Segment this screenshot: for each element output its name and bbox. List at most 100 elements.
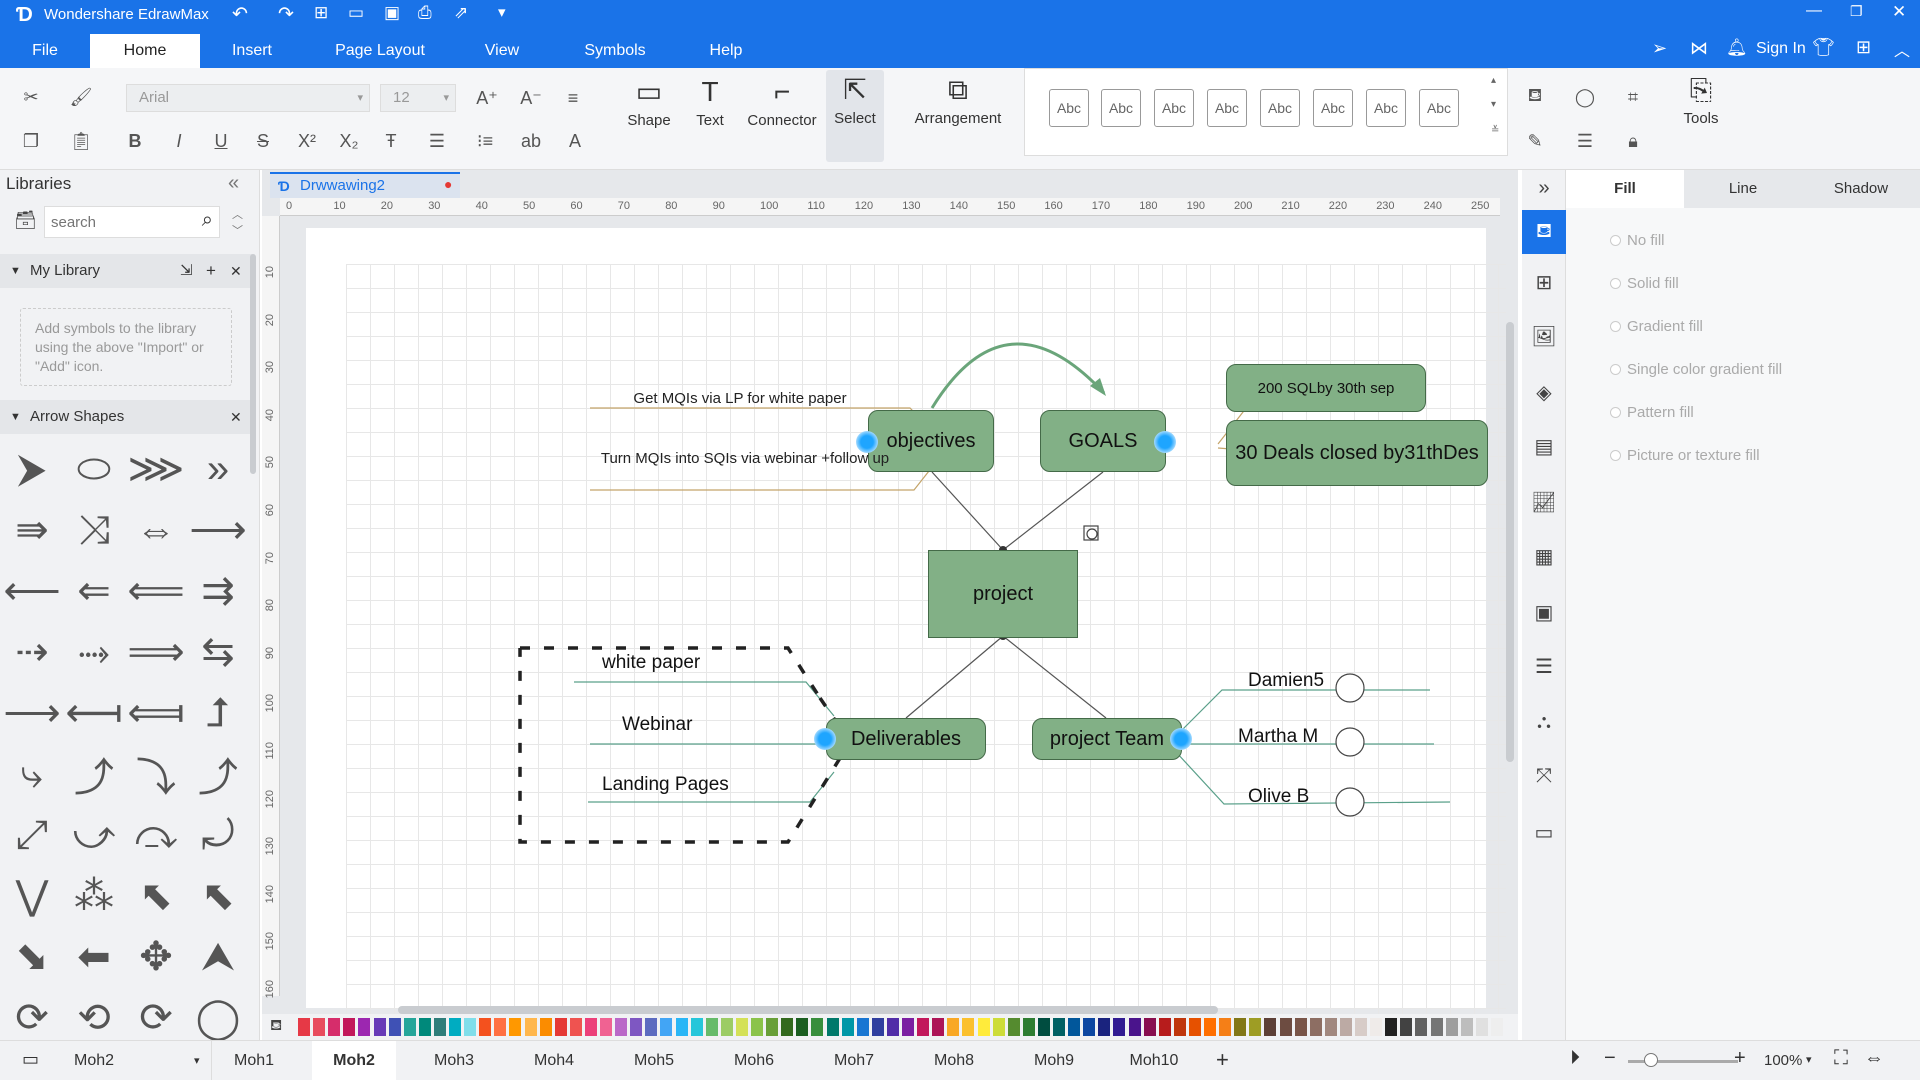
- page-layout-icon[interactable]: ▭: [22, 1049, 40, 1069]
- arrow-shape-item[interactable]: ⟲: [77, 996, 111, 1040]
- color-swatch[interactable]: [735, 1018, 748, 1036]
- arrow-shape-item[interactable]: ⟶: [3, 691, 61, 735]
- color-swatch[interactable]: [1083, 1018, 1096, 1036]
- hierarchy-panel-icon[interactable]: ⛬: [1537, 710, 1551, 733]
- color-swatch[interactable]: [1264, 1018, 1277, 1036]
- text-style-panel-icon[interactable]: ☰: [1535, 655, 1553, 678]
- arrow-shapes-header[interactable]: ▼ Arrow Shapes ✕: [0, 400, 252, 434]
- arrow-shape-item[interactable]: ⇔: [136, 507, 176, 552]
- deliverables-node[interactable]: Deliverables: [826, 718, 986, 760]
- data-panel-icon[interactable]: ▣: [1534, 601, 1554, 624]
- chevron-down-icon[interactable]: ▾: [1806, 1054, 1812, 1066]
- color-swatch[interactable]: [1007, 1018, 1020, 1036]
- arrow-shape-item[interactable]: ◯: [195, 996, 241, 1040]
- color-swatch[interactable]: [433, 1018, 446, 1036]
- color-swatch[interactable]: [600, 1018, 612, 1036]
- color-swatch[interactable]: [539, 1018, 552, 1036]
- document-tab[interactable]: Ɗ Drwwawing2 ●: [270, 172, 460, 198]
- color-swatch[interactable]: [343, 1018, 356, 1036]
- arrangement-button[interactable]: ⧉ Arrangement: [906, 70, 1010, 127]
- arrow-shape-item[interactable]: ⁂: [74, 874, 114, 918]
- font-color-icon[interactable]: A: [568, 130, 581, 151]
- option-picture-fill[interactable]: Picture or texture fill: [1610, 447, 1760, 464]
- color-swatch[interactable]: [751, 1018, 763, 1036]
- text-button[interactable]: T Text: [690, 72, 730, 129]
- layers-panel-icon[interactable]: ◈: [1536, 381, 1552, 404]
- color-swatch[interactable]: [871, 1018, 884, 1036]
- color-swatch[interactable]: [524, 1018, 537, 1036]
- style-abc-1[interactable]: Abc: [1049, 89, 1089, 127]
- tab-view[interactable]: View: [484, 42, 520, 59]
- save-icon[interactable]: ▣: [384, 3, 401, 22]
- redo-icon[interactable]: ↷: [278, 4, 294, 25]
- option-pattern-fill[interactable]: Pattern fill: [1610, 404, 1694, 421]
- arrow-shape-item[interactable]: ⋁: [15, 874, 49, 918]
- option-solid-fill[interactable]: Solid fill: [1610, 275, 1679, 292]
- color-swatch[interactable]: [947, 1018, 960, 1036]
- objectives-node[interactable]: objectives: [868, 410, 994, 472]
- notification-icon[interactable]: 🔔︎: [1726, 38, 1748, 57]
- color-swatch[interactable]: [630, 1018, 643, 1036]
- fill-panel-icon[interactable]: ⛾: [1522, 210, 1566, 254]
- cut-icon[interactable]: ✂: [23, 86, 39, 107]
- page-tab[interactable]: Moh5: [633, 1052, 675, 1069]
- color-swatch[interactable]: [1068, 1018, 1081, 1036]
- arrow-shape-item[interactable]: ⤼: [134, 812, 178, 857]
- page-tab[interactable]: Moh9: [1033, 1052, 1075, 1069]
- arrow-shape-item[interactable]: ⟸: [127, 569, 185, 613]
- goal-2-node[interactable]: 30 Deals closed by31thDes: [1226, 420, 1488, 486]
- color-swatch[interactable]: [766, 1018, 779, 1036]
- decrease-font-icon[interactable]: A⁻: [520, 87, 542, 108]
- arrow-shape-item[interactable]: ⟳: [15, 996, 49, 1040]
- page-tab[interactable]: Moh1: [233, 1052, 275, 1069]
- page-tab[interactable]: Moh10: [1129, 1052, 1179, 1069]
- color-swatch[interactable]: [358, 1018, 371, 1036]
- paste-icon[interactable]: 📋︎: [69, 130, 93, 151]
- zoom-slider-thumb[interactable]: [1644, 1053, 1658, 1067]
- presentation-panel-icon[interactable]: ▭: [1534, 821, 1554, 844]
- page-tab[interactable]: Moh3: [433, 1052, 475, 1069]
- color-swatch[interactable]: [1188, 1018, 1201, 1036]
- color-swatch[interactable]: [1370, 1018, 1383, 1036]
- goals-handle[interactable]: [1154, 431, 1176, 453]
- color-swatch[interactable]: [479, 1018, 492, 1036]
- color-swatch[interactable]: [917, 1018, 930, 1036]
- scroll-down-icon[interactable]: ﹀: [232, 225, 243, 237]
- page-tab[interactable]: Moh4: [533, 1052, 575, 1069]
- color-swatch[interactable]: [675, 1018, 688, 1036]
- color-swatch[interactable]: [1279, 1018, 1292, 1036]
- option-gradient-fill[interactable]: Gradient fill: [1610, 318, 1703, 335]
- color-swatch[interactable]: [1158, 1018, 1171, 1036]
- connector-button[interactable]: ⌐ Connector: [744, 72, 820, 129]
- style-abc-4[interactable]: Abc: [1207, 89, 1247, 127]
- color-swatch[interactable]: [388, 1018, 401, 1036]
- team-member-2-label[interactable]: Martha M: [1238, 726, 1319, 747]
- scrollbar[interactable]: [250, 254, 256, 474]
- arrow-shape-item[interactable]: ⇐: [77, 569, 111, 613]
- font-size-select[interactable]: 12 ▾: [380, 84, 456, 112]
- current-page-select[interactable]: Moh2 ▾: [62, 1041, 212, 1080]
- arrow-shape-item[interactable]: ⬭: [76, 446, 112, 491]
- tab-fill[interactable]: Fill: [1566, 170, 1684, 208]
- arrow-shape-item[interactable]: ⇉: [201, 569, 235, 613]
- objectives-handle[interactable]: [856, 431, 878, 453]
- style-abc-6[interactable]: Abc: [1313, 89, 1353, 127]
- strikethrough-icon[interactable]: S: [256, 130, 269, 151]
- crop-icon[interactable]: ⌗: [1627, 86, 1639, 107]
- color-swatch[interactable]: [1309, 1018, 1322, 1036]
- color-swatch[interactable]: [403, 1018, 416, 1036]
- team-handle[interactable]: [1170, 728, 1192, 750]
- color-swatch[interactable]: [418, 1018, 431, 1036]
- project-node[interactable]: project: [928, 550, 1078, 638]
- color-swatch[interactable]: [1324, 1018, 1337, 1036]
- objective-2-label[interactable]: Turn MQIs into SQIs via webinar +follow …: [600, 450, 890, 467]
- subscript-icon[interactable]: X₂: [339, 130, 359, 151]
- color-swatch[interactable]: [1053, 1018, 1065, 1036]
- color-swatch[interactable]: [1219, 1018, 1232, 1036]
- close-icon[interactable]: ✕: [1892, 2, 1907, 21]
- color-swatch[interactable]: [298, 1018, 310, 1036]
- underline-icon[interactable]: U: [214, 130, 228, 151]
- tab-help[interactable]: Help: [709, 42, 743, 59]
- color-swatch[interactable]: [1339, 1018, 1352, 1036]
- italic-icon[interactable]: I: [176, 130, 182, 151]
